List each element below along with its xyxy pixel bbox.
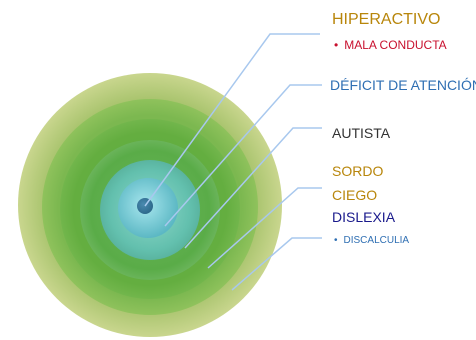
leader-deficit: [164, 84, 322, 227]
label-discalculia: DISCALCULIA: [334, 236, 410, 246]
label-ciego: CIEGO: [332, 187, 378, 203]
leader-hiperactivo: [144, 33, 320, 207]
label-deficit-de-atencion: DÉFICIT DE ATENCIÓN: [330, 77, 476, 93]
label-autista: AUTISTA: [332, 125, 391, 141]
label-sordo: SORDO: [332, 163, 384, 179]
leader-sordo-ciego: [207, 187, 322, 269]
label-hiperactivo: HIPERACTIVO: [332, 11, 441, 28]
leader-lines: [144, 33, 322, 291]
label-mala-conducta: MALA CONDUCTA: [334, 39, 446, 51]
label-dislexia: DISLEXIA: [332, 209, 396, 225]
leader-dislexia: [231, 237, 322, 291]
leader-autista: [184, 127, 322, 249]
